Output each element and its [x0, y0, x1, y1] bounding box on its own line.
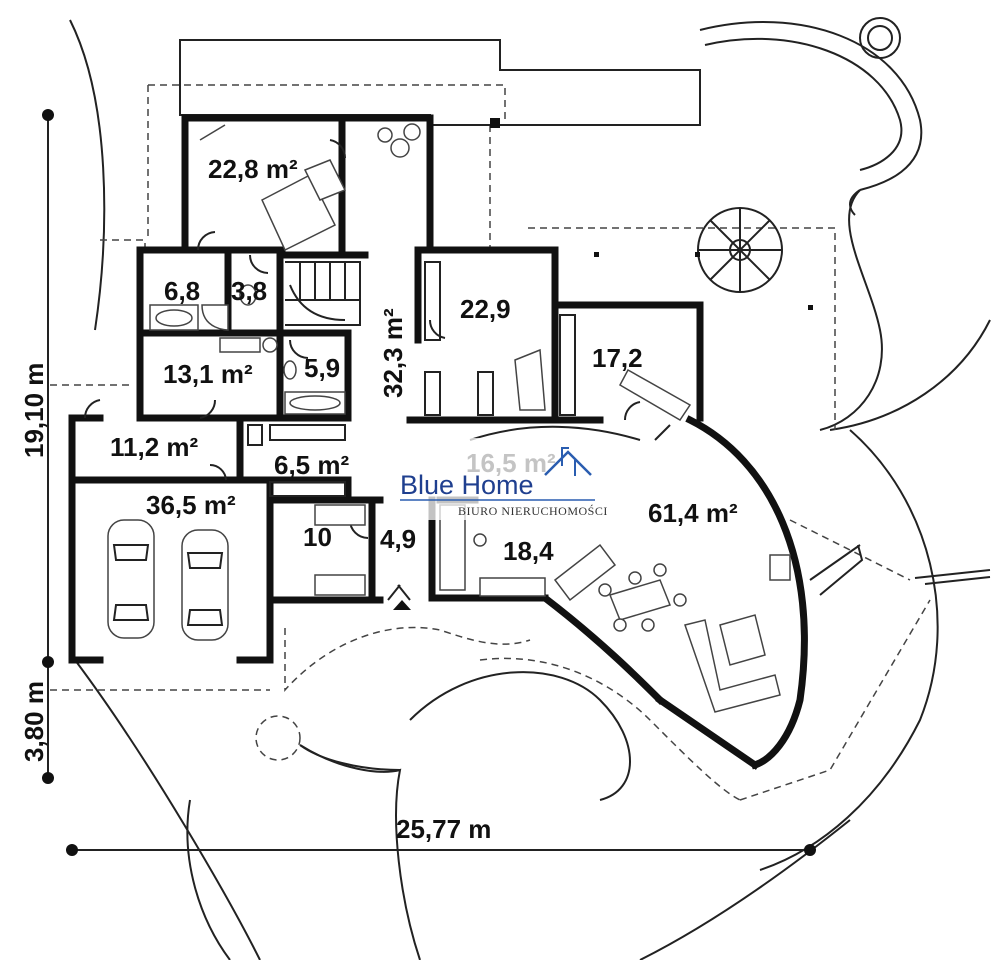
site-outlines [69, 17, 991, 960]
watermark-brand: Blue Home [400, 470, 534, 500]
room-labels: 22,8 m² 6,8 3,8 32,3 m² 22,9 17,2 13,1 m… [110, 154, 738, 566]
interior-details [83, 118, 813, 713]
dimension-height-main: 19,10 m [19, 363, 49, 458]
room-label-room-165: 16,5 m² [466, 448, 556, 478]
room-label-bedroom: 22,8 m² [208, 154, 298, 184]
walls [68, 114, 808, 770]
room-label-wc: 3,8 [231, 276, 267, 306]
dimension-width-total: 25,77 m [396, 814, 491, 844]
room-label-closet: 6,5 m² [274, 450, 349, 480]
roof-outline [50, 84, 836, 691]
room-label-bath-a: 6,8 [164, 276, 200, 306]
room-label-entry: 11,2 m² [110, 432, 199, 462]
room-label-room-131: 13,1 m² [163, 359, 253, 389]
room-label-room-229: 22,9 [460, 294, 511, 324]
top-terrace [179, 39, 701, 126]
room-label-vestibule: 4,9 [380, 524, 416, 554]
room-label-garage: 36,5 m² [146, 490, 236, 520]
watermark: Blue Home BIURO NIERUCHOMOŚCI [398, 438, 608, 520]
dimension-lines [42, 109, 816, 856]
room-label-room-172: 17,2 [592, 343, 643, 373]
car-left-icon [107, 519, 155, 639]
room-label-room-10: 10 [303, 522, 332, 552]
car-right-icon [181, 529, 229, 641]
room-label-hall: 32,3 m² [378, 308, 408, 398]
watermark-subtitle: BIURO NIERUCHOMOŚCI [458, 504, 608, 518]
dimension-height-terrace: 3,80 m [19, 681, 49, 762]
dimension-labels: 19,10 m 3,80 m 25,77 m [19, 363, 491, 844]
room-label-kitchen: 18,4 [503, 536, 554, 566]
room-label-bath-b: 5,9 [304, 353, 340, 383]
room-label-living: 61,4 m² [648, 498, 738, 528]
